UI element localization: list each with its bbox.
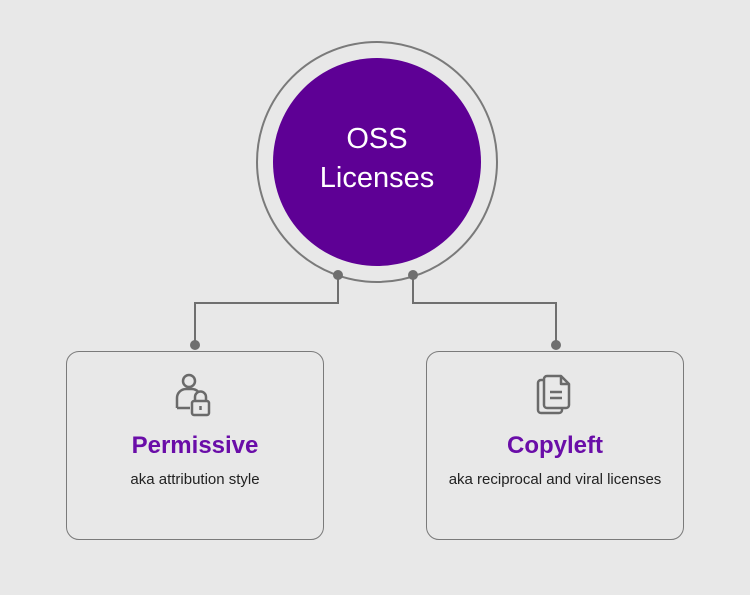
- connector-left: [194, 275, 339, 345]
- connector-dot: [333, 270, 343, 280]
- copyleft-title: Copyleft: [507, 432, 603, 459]
- permissive-subtitle: aka attribution style: [130, 471, 260, 488]
- connector-dot: [190, 340, 200, 350]
- connector-dot: [408, 270, 418, 280]
- root-circle: [273, 58, 481, 266]
- copyleft-card: Copyleft aka reciprocal and viral licens…: [426, 351, 684, 540]
- root-label-line2: Licenses: [319, 162, 435, 194]
- root-label-line1: OSS: [346, 123, 408, 155]
- root-outer-ring: [256, 41, 498, 283]
- documents-icon: [532, 372, 578, 418]
- permissive-title: Permissive: [131, 432, 259, 459]
- user-lock-icon: [172, 372, 218, 418]
- root-label: OSS Licenses: [277, 120, 477, 198]
- connector-dot: [551, 340, 561, 350]
- permissive-card: Permissive aka attribution style: [66, 351, 324, 540]
- copyleft-subtitle: aka reciprocal and viral licenses: [448, 471, 662, 488]
- connector-right: [412, 275, 557, 345]
